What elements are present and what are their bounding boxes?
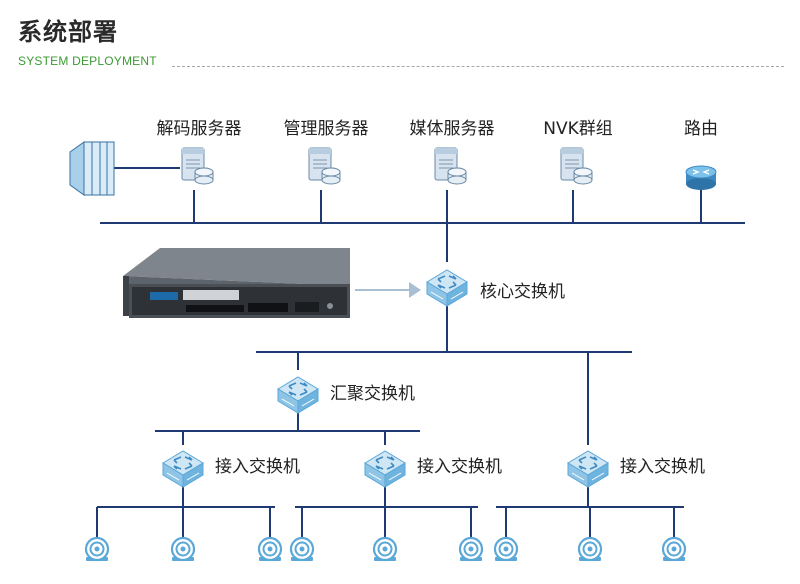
camera-icon	[84, 536, 110, 563]
access-switch-3-label: 接入交换机	[620, 457, 705, 477]
access-switch-2-icon	[364, 450, 406, 488]
decode-server-label: 解码服务器	[157, 119, 242, 139]
camera-icon	[661, 536, 687, 563]
decode-server-icon	[181, 147, 214, 185]
aggregation-switch-label: 汇聚交换机	[330, 384, 415, 404]
video-wall-icon	[69, 141, 115, 196]
camera-icon	[289, 536, 315, 563]
arrow-head-icon	[409, 282, 421, 298]
core-switch-label: 核心交换机	[480, 282, 565, 302]
camera-icon	[493, 536, 519, 563]
router-label: 路由	[684, 119, 718, 139]
manage-server-label: 管理服务器	[284, 119, 369, 139]
media-server-label: 媒体服务器	[410, 119, 495, 139]
camera-icon	[170, 536, 196, 563]
header-divider	[172, 66, 784, 67]
media-server-icon	[434, 147, 467, 185]
core-switch-icon	[426, 269, 468, 307]
page-title: 系统部署	[18, 18, 118, 46]
network-links	[96, 167, 745, 537]
access-switch-1-icon	[162, 450, 204, 488]
camera-icon	[257, 536, 283, 563]
page-subtitle: SYSTEM DEPLOYMENT	[18, 54, 157, 68]
access-switch-3-icon	[567, 450, 609, 488]
camera-icon	[458, 536, 484, 563]
nvk-group-label: NVK群组	[543, 119, 613, 139]
rack-appliance-icon	[123, 248, 350, 318]
camera-icon	[577, 536, 603, 563]
access-switch-2-label: 接入交换机	[417, 457, 502, 477]
nvk-group-icon	[560, 147, 593, 185]
manage-server-icon	[308, 147, 341, 185]
aggregation-switch-icon	[277, 376, 319, 414]
camera-icon	[372, 536, 398, 563]
router-icon	[685, 165, 717, 190]
access-switch-1-label: 接入交换机	[215, 457, 300, 477]
